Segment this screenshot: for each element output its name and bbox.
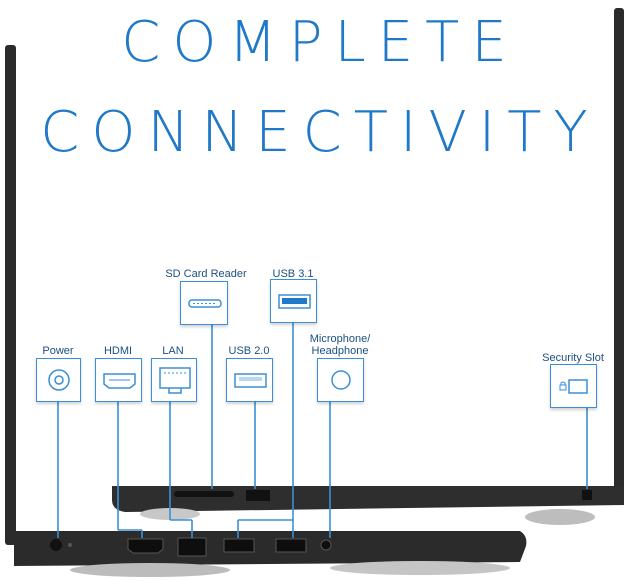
rear-lid-right-edge bbox=[614, 8, 624, 498]
headline-line-2: CONNECTIVITY bbox=[40, 100, 600, 165]
security-slot-callout bbox=[550, 364, 597, 408]
mic-label-line-1: Microphone/ bbox=[309, 333, 371, 345]
hdmi-label: HDMI bbox=[103, 345, 133, 357]
headline-line-1: COMPLETE bbox=[121, 10, 519, 75]
usb31-label: USB 3.1 bbox=[272, 268, 314, 280]
power-label: Power bbox=[42, 345, 74, 357]
usb31-port-1 bbox=[223, 538, 255, 553]
lan-label: LAN bbox=[162, 345, 184, 357]
rear-laptop-base bbox=[112, 486, 624, 512]
sd-card-reader-label: SD Card Reader bbox=[165, 268, 247, 280]
power-icon bbox=[48, 369, 70, 391]
mic-label-line-2: Headphone bbox=[311, 345, 369, 357]
ethernet-icon bbox=[159, 367, 191, 394]
usb2-port bbox=[246, 490, 270, 501]
lan-port bbox=[177, 537, 207, 557]
usb31-port-2 bbox=[275, 538, 307, 553]
power-port-callout bbox=[36, 358, 81, 402]
lan-port-callout bbox=[151, 358, 197, 402]
power-port bbox=[50, 539, 62, 551]
usb31-port-callout bbox=[270, 279, 317, 323]
usb2-port-callout bbox=[226, 358, 273, 402]
hdmi-port-callout bbox=[95, 358, 142, 402]
hdmi-icon bbox=[103, 373, 136, 389]
sd-card-reader-callout bbox=[180, 281, 228, 325]
rear-foot bbox=[525, 509, 595, 525]
headphone-jack bbox=[320, 539, 332, 551]
usb-port-icon bbox=[234, 373, 267, 388]
usb-3-port-icon bbox=[278, 294, 311, 309]
security-slot bbox=[582, 490, 592, 500]
lock-slot-icon bbox=[559, 379, 588, 394]
sd-card-slot-icon bbox=[188, 299, 222, 308]
headphone-jack-icon bbox=[331, 370, 351, 390]
front-laptop-base bbox=[14, 531, 527, 566]
security-slot-label: Security Slot bbox=[542, 352, 604, 364]
headphone-jack-callout bbox=[317, 358, 364, 402]
usb2-label: USB 2.0 bbox=[228, 345, 270, 357]
sd-card-slot bbox=[174, 491, 234, 497]
hdmi-port bbox=[127, 538, 164, 554]
microphone-headphone-label: Microphone/ Headphone bbox=[300, 333, 380, 357]
